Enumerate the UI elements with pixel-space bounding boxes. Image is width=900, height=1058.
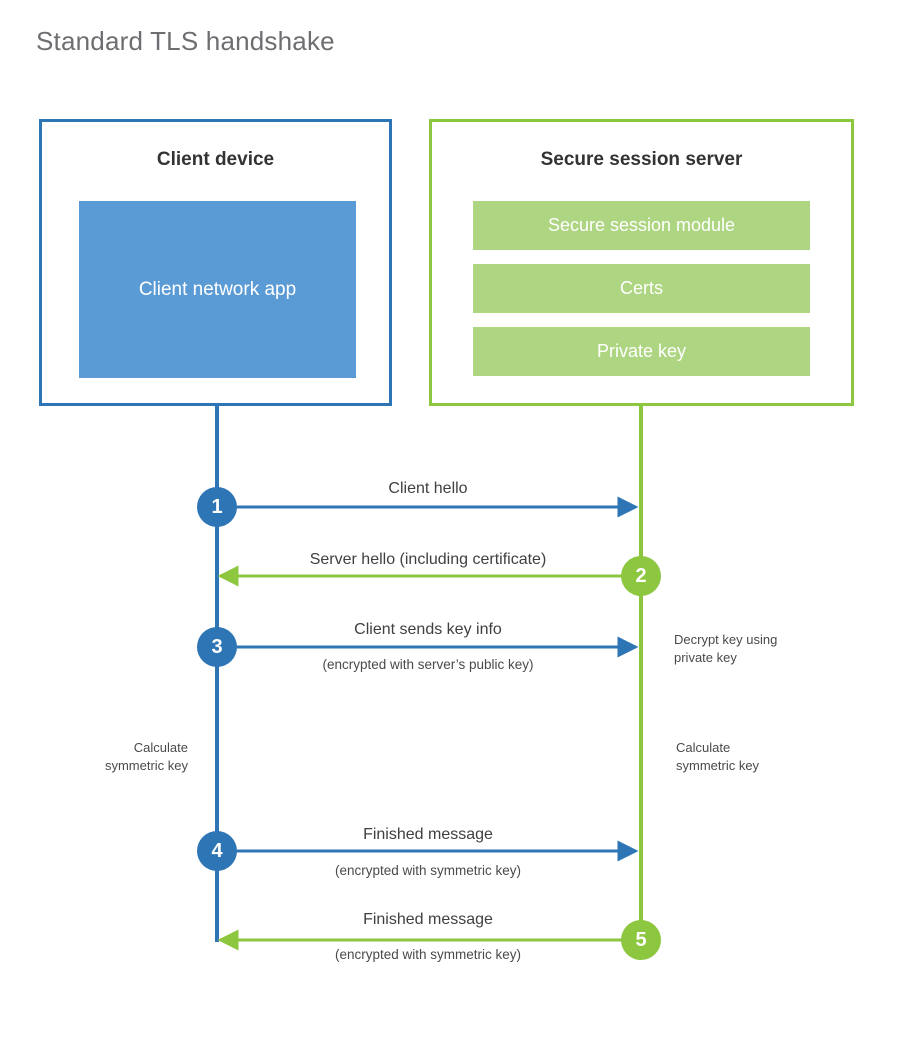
message-label-step-4: Finished message [363,826,493,843]
message-label-step-1: Client hello [388,480,468,497]
step-circle-1[interactable]: 1 [197,487,237,527]
client-device-title: Client device [156,149,275,170]
annotation-server-calculate-symmetric-key: Calculate symmetric key [676,740,760,773]
client-device-box: Client device Client network app [39,119,392,406]
annotation-decrypt-key: Decrypt key using private key [674,632,778,665]
server-module-secure-session: Secure session module [473,201,810,250]
step-circle-2[interactable]: 2 [621,556,661,596]
step-circle-5[interactable]: 5 [621,920,661,960]
annotation-client-calculate-symmetric-key: Calculate symmetric key [104,740,188,773]
message-sublabel-step-3: (encrypted with server’s public key) [322,657,534,672]
server-lifeline [639,405,643,942]
server-module-private-key: Private key [473,327,810,376]
message-label-step-5: Finished message [363,911,493,928]
step-circle-3[interactable]: 3 [197,627,237,667]
message-label-step-3: Client sends key info [354,621,502,638]
secure-session-server-title: Secure session server [540,149,743,170]
message-sublabel-step-4: (encrypted with symmetric key) [334,863,522,878]
message-label-step-2: Server hello (including certificate) [309,551,547,568]
server-module-certs: Certs [473,264,810,313]
client-lifeline [215,405,219,942]
step-circle-4[interactable]: 4 [197,831,237,871]
message-sublabel-step-5: (encrypted with symmetric key) [334,947,522,962]
client-network-app-block: Client network app [79,201,356,378]
secure-session-server-box: Secure session server Secure session mod… [429,119,854,406]
page-title: Standard TLS handshake [36,26,335,56]
server-module-list: Secure session module Certs Private key [473,201,810,376]
